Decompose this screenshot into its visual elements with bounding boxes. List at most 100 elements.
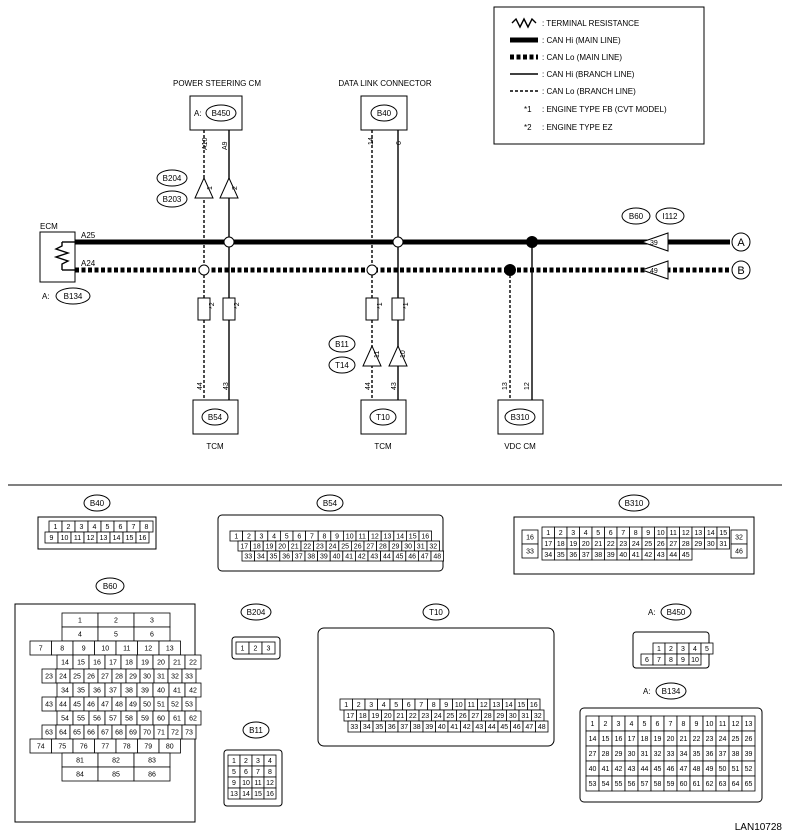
joint-b60-label: B60 (629, 212, 644, 221)
b60-pin-number: 32 (171, 674, 179, 681)
b60-pin-number: 74 (37, 744, 45, 751)
tcm2-connector-label: T10 (376, 413, 390, 422)
legend-item-6: : ENGINE TYPE EZ (542, 123, 613, 132)
b11-pin-number: 4 (268, 758, 272, 765)
b40-pin-number: 1 (54, 524, 58, 531)
b134-pin-number: 59 (667, 781, 675, 788)
b134-pin-number: 30 (628, 751, 636, 758)
t10-pin-number: 10 (455, 702, 463, 709)
b60-pin-number: 34 (61, 688, 69, 695)
b40-pin-number: 11 (74, 535, 81, 542)
b204-pin-number: 3 (267, 646, 271, 653)
b54-pin-number: 33 (244, 554, 252, 561)
b60-pin-number: 75 (58, 744, 66, 751)
b54-pin-number: 36 (282, 554, 290, 561)
b54-pin-number: 19 (266, 544, 274, 551)
b11-pin-number: 9 (232, 780, 236, 787)
b54-pin-number: 15 (409, 534, 417, 541)
b310-pin-number: 13 (694, 530, 702, 537)
b134-pin-number: 25 (732, 736, 740, 743)
b60-pin-number: 22 (189, 660, 197, 667)
b134-pin-number: 64 (732, 781, 740, 788)
b54-pin-number: 18 (253, 544, 261, 551)
b134-pin-number: 45 (654, 766, 662, 773)
b134-pin-number: 51 (732, 766, 740, 773)
b60-pin-number: 38 (125, 688, 133, 695)
b54-pin-number: 17 (240, 544, 248, 551)
b134-pin-number: 26 (745, 736, 753, 743)
b310-pin-number: 25 (644, 541, 652, 548)
b450-pin-number: 9 (681, 657, 685, 664)
b11-pin-number: 2 (244, 758, 248, 765)
b60-pin-number: 59 (141, 716, 149, 723)
b60-pin-number: 39 (141, 688, 149, 695)
b134-pin-number: 41 (602, 766, 610, 773)
b450-face-label: B450 (667, 608, 686, 617)
b60-pin-number: 58 (125, 716, 133, 723)
b40-pin-number: 10 (61, 535, 69, 542)
b54-pin-number: 22 (303, 544, 311, 551)
t10-pin-number: 30 (509, 713, 517, 720)
b60-pin-number: 13 (166, 646, 174, 653)
b54-pin-number: 6 (297, 534, 301, 541)
b11-pin-number: 12 (266, 780, 274, 787)
b40-pin-cell (135, 531, 150, 544)
b310-pin-number: 6 (609, 530, 613, 537)
b60-pin-number: 42 (189, 688, 197, 695)
b60-pin-number: 56 (93, 716, 101, 723)
b450-pin-number: 2 (669, 646, 673, 653)
b11-pin-number: 3 (256, 758, 260, 765)
power-steering-pin-lo: A10 (202, 137, 209, 150)
b60-pin-number: 20 (157, 660, 165, 667)
b134-pin-number: 48 (693, 766, 701, 773)
b54-pin-number: 37 (295, 554, 303, 561)
b54-pin-number: 26 (354, 544, 362, 551)
b60-pin-number: 14 (61, 660, 69, 667)
b134-pin-number: 5 (643, 721, 647, 728)
b310-pin-number: 1 (546, 530, 550, 537)
b310-pin-number: 30 (707, 541, 715, 548)
b54-pin-number: 8 (323, 534, 327, 541)
b60-pin-number: 19 (141, 660, 149, 667)
b310-pin-number: 17 (544, 541, 552, 548)
b54-pin-number: 9 (335, 534, 339, 541)
b40-pin-number: 7 (132, 524, 136, 531)
vdc-pin-lo: 13 (502, 382, 509, 390)
legend-item-3: : CAN Hi (BRANCH LINE) (542, 70, 635, 79)
b134-pin-number: 49 (706, 766, 714, 773)
b60-pin-number: 9 (82, 646, 86, 653)
ecm-title: ECM (40, 222, 58, 231)
b134-pin-number: 16 (615, 736, 623, 743)
b54-pin-number: 11 (359, 534, 366, 541)
t10-pin-number: 38 (413, 724, 421, 731)
b134-pin-number: 43 (628, 766, 636, 773)
b60-pin-number: 83 (148, 758, 156, 765)
legend-item-4: : CAN Lo (BRANCH LINE) (542, 87, 636, 96)
b310-pin-number: 44 (669, 552, 677, 559)
t10-pin-number: 33 (350, 724, 358, 731)
t10-pin-number: 45 (500, 724, 508, 731)
b54-pin-number: 42 (358, 554, 366, 561)
t10-pin-number: 48 (538, 724, 546, 731)
b134-face-prefix: A: (643, 687, 651, 696)
t10-pin-number: 39 (425, 724, 433, 731)
b54-pin-number: 41 (345, 554, 353, 561)
b60-pin-number: 29 (129, 674, 137, 681)
b60-pin-number: 4 (78, 632, 82, 639)
tcm2-title: TCM (374, 442, 392, 451)
b134-pin-number: 20 (667, 736, 675, 743)
b60-pin-number: 78 (123, 744, 131, 751)
b60-pin-number: 12 (144, 646, 152, 653)
b54-pin-number: 14 (396, 534, 404, 541)
tcm2-pin-lo: 44 (365, 382, 372, 390)
b134-pin-number: 62 (706, 781, 714, 788)
t10-pin-number: 36 (388, 724, 396, 731)
ecm-connector-label: B134 (64, 292, 83, 301)
b134-pin-number: 56 (628, 781, 636, 788)
b134-pin-number: 36 (706, 751, 714, 758)
b310-label: B310 (625, 499, 644, 508)
b134-pin-number: 15 (602, 736, 610, 743)
b450-pin-number: 7 (657, 657, 661, 664)
